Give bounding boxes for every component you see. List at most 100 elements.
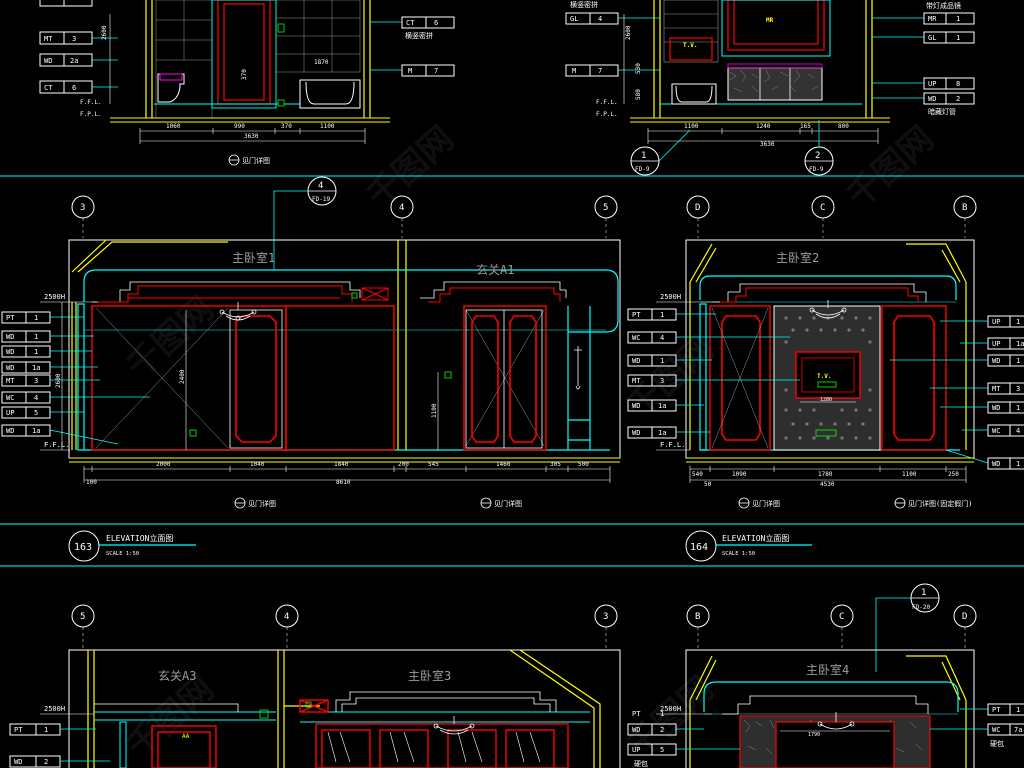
- tag-value: 1: [1016, 318, 1020, 326]
- elevation-bottom-right: B C D 1 FD-20: [627, 583, 1024, 768]
- tag-code: MR: [928, 15, 937, 23]
- material-note: 硬包: [634, 759, 648, 768]
- dim-label: 1840: [334, 461, 349, 468]
- tag-value: 5: [34, 409, 38, 417]
- tag-value: 3: [1016, 385, 1020, 393]
- tag-value: 1: [660, 311, 664, 319]
- tag-value: 4: [598, 15, 602, 23]
- tag-value: 1a: [658, 429, 666, 437]
- dim-label: 370: [281, 123, 292, 130]
- callout-reference: FD-9: [635, 166, 650, 173]
- dim-label: 200: [398, 461, 409, 468]
- dim-label: 3630: [244, 133, 259, 140]
- tag-code: WD: [6, 364, 14, 372]
- tag-code: UP: [928, 80, 936, 88]
- sheet-dividers: [0, 175, 1024, 567]
- tag-code: PT: [14, 726, 23, 734]
- dim-label: 580: [635, 89, 642, 100]
- door-reference-label: 见门详图(固定假门): [908, 499, 972, 508]
- elevation-bottom-left: 5 4 3: [9, 604, 621, 768]
- dim-label: 1060: [166, 123, 181, 130]
- tag-value: 5: [660, 746, 664, 754]
- dim-label: 370: [241, 69, 248, 80]
- tag-code: GL: [570, 15, 578, 23]
- tag-code: MT: [44, 35, 53, 43]
- dim-label: 1100: [902, 471, 917, 478]
- dim-label: 530: [635, 63, 642, 74]
- level-label: F.F.L.: [596, 99, 618, 106]
- tag-value: 3: [72, 35, 76, 43]
- tag-value: 7a: [1014, 726, 1022, 734]
- dim-label: 2600: [101, 25, 108, 40]
- tv-label: T.V.: [817, 373, 831, 380]
- callout-number: 4: [318, 181, 323, 191]
- tag-code: PT: [992, 706, 1001, 714]
- tag-code: WD: [992, 404, 1000, 412]
- dim-label: 2600: [55, 373, 62, 388]
- dim-label: 990: [234, 123, 245, 130]
- tag-code: UP: [992, 318, 1000, 326]
- grid-label: D: [695, 203, 700, 213]
- tag-value: 1: [660, 357, 664, 365]
- level-label: F.P.L.: [80, 111, 102, 118]
- room-label: 主卧室4: [806, 662, 849, 677]
- grid-label: 4: [399, 203, 404, 213]
- callout-number: 1: [641, 151, 646, 161]
- grid-label: B: [695, 612, 700, 622]
- elevation-top-right: GL 4 M 7 横竖密拼 T.V. MR: [565, 0, 975, 176]
- door-reference-label: 见门详图: [752, 499, 780, 508]
- room-label: 玄关A1: [476, 262, 514, 277]
- dim-label: 545: [428, 461, 439, 468]
- dim-label: 165: [800, 123, 811, 130]
- callout-reference: FD-9: [809, 166, 824, 173]
- elevation-164: D C B: [627, 195, 1024, 562]
- dim-label: 500: [578, 461, 589, 468]
- section-callout: 1 FD-20: [875, 583, 940, 672]
- tag-value: 4: [660, 334, 664, 342]
- ceiling-height-label: 2500H: [660, 293, 681, 301]
- door-reference-label: 见门详图: [248, 499, 276, 508]
- drawing-number: 164: [690, 542, 708, 553]
- section-callout: 2 FD-9: [804, 120, 834, 176]
- tag-code: PT: [632, 311, 641, 319]
- tag-code: UP: [992, 340, 1000, 348]
- callout-number: 2: [815, 151, 820, 161]
- tag-code: MT: [992, 385, 1001, 393]
- elevation-163: 3 4 5 4 FD-19: [1, 176, 621, 562]
- chandelier-icon: [809, 300, 847, 319]
- dim-label: 305: [550, 461, 561, 468]
- dim-label: 1780: [818, 471, 833, 478]
- material-note: 横竖密拼: [570, 0, 598, 9]
- tag-value: 1: [1016, 706, 1020, 714]
- grid-label: 3: [603, 612, 608, 622]
- tag-value: 1: [956, 15, 960, 23]
- tag-code: WC: [992, 427, 1000, 435]
- tag-value: 1: [660, 710, 664, 718]
- drawing-scale: SCALE 1:50: [722, 551, 755, 557]
- dim-label: 1460: [496, 461, 511, 468]
- dim-label: 100: [86, 479, 97, 486]
- tag-code: WD: [632, 429, 640, 437]
- section-callout: 4 FD-19: [273, 176, 337, 270]
- drawing-title-163: 163 ELEVATION立面图 SCALE 1:50: [68, 530, 196, 562]
- material-note: 硬包: [990, 739, 1004, 748]
- tag-code: WD: [632, 357, 640, 365]
- dim-label: 1790: [808, 732, 820, 738]
- tag-code: PT: [632, 710, 641, 718]
- tag-value: 2a: [70, 57, 78, 65]
- callout-reference: FD-20: [912, 604, 930, 611]
- tag-value: 1a: [32, 427, 40, 435]
- grid-label: 4: [284, 612, 289, 622]
- material-note: 带灯成品镜: [926, 1, 961, 10]
- tag-value: 7: [434, 67, 438, 75]
- room-label: 主卧室2: [776, 250, 819, 265]
- dim-label: 540: [692, 471, 703, 478]
- tag-value: 4: [1016, 427, 1020, 435]
- level-label: F.F.L.: [660, 441, 685, 449]
- tag-code: M: [408, 67, 412, 75]
- tag-code: WD: [14, 758, 22, 766]
- tag-code: WD: [992, 357, 1000, 365]
- tag-value: 3: [660, 377, 664, 385]
- tag-code: M: [572, 67, 576, 75]
